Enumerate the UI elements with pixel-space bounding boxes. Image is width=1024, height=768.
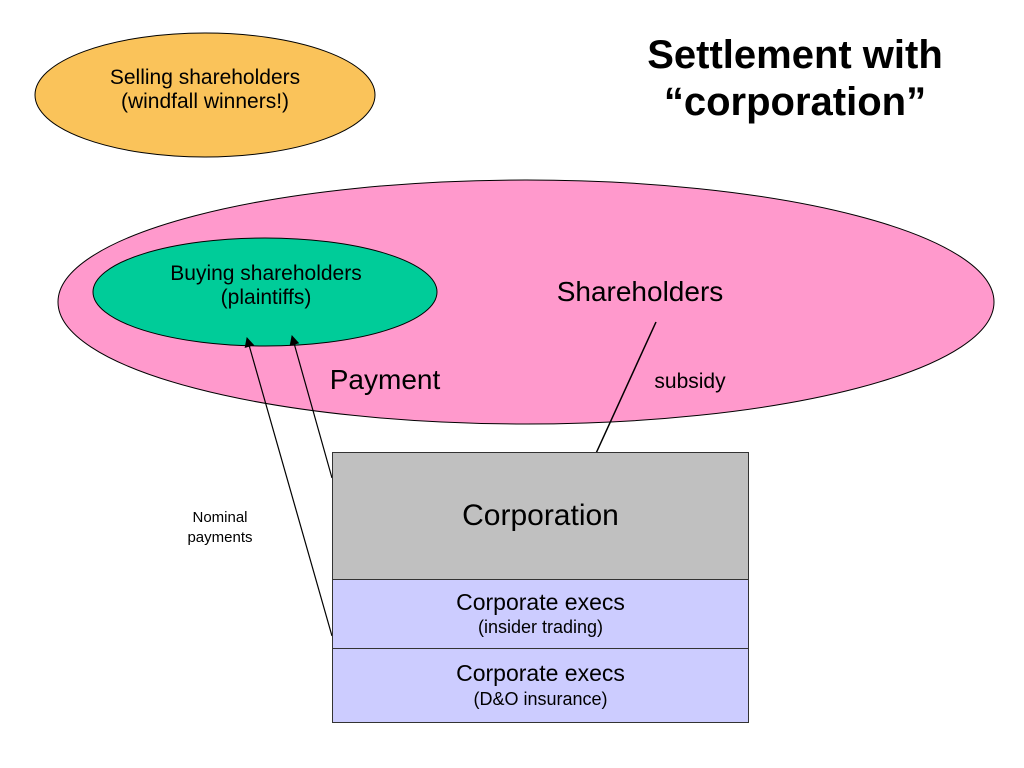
execs-insider-label: Corporate execs <box>456 588 625 615</box>
execs-do-label: Corporate execs <box>456 660 625 686</box>
execs-insider-trading-box: Corporate execs (insider trading) <box>332 579 749 649</box>
page-title: Settlement with “corporation” <box>600 32 990 126</box>
nominal-payments-label: Nominal payments <box>160 508 280 547</box>
execs-do-sub: (D&O insurance) <box>473 688 608 709</box>
selling-shareholders-label: Selling shareholders (windfall winners!) <box>40 66 370 114</box>
corporation-label: Corporation <box>462 499 619 532</box>
corporation-box: Corporation <box>332 452 749 580</box>
buying-shareholders-ellipse <box>92 237 438 347</box>
execs-do-insurance-box: Corporate execs (D&O insurance) <box>332 648 749 723</box>
selling-line-2: (windfall winners!) <box>120 90 290 114</box>
buying-shareholders-label: Buying shareholders (plaintiffs) <box>96 262 436 310</box>
title-line-2: “corporation” <box>663 79 927 124</box>
buying-line-2: (plaintiffs) <box>220 286 312 310</box>
payment-arrow <box>289 335 333 479</box>
selling-shareholders-ellipse <box>34 32 376 158</box>
nominal-line-1: Nominal <box>192 509 248 526</box>
title-line-1: Settlement with <box>647 33 943 77</box>
selling-line-1: Selling shareholders <box>109 66 301 89</box>
nominal-line-2: payments <box>187 528 253 546</box>
payment-label: Payment <box>329 364 441 395</box>
buying-line-1: Buying shareholders <box>170 262 362 285</box>
shareholders-label: Shareholders <box>556 276 724 307</box>
nominal-payments-arrow <box>244 337 333 637</box>
execs-insider-sub: (insider trading) <box>477 617 604 638</box>
subsidy-label: subsidy <box>654 370 726 393</box>
